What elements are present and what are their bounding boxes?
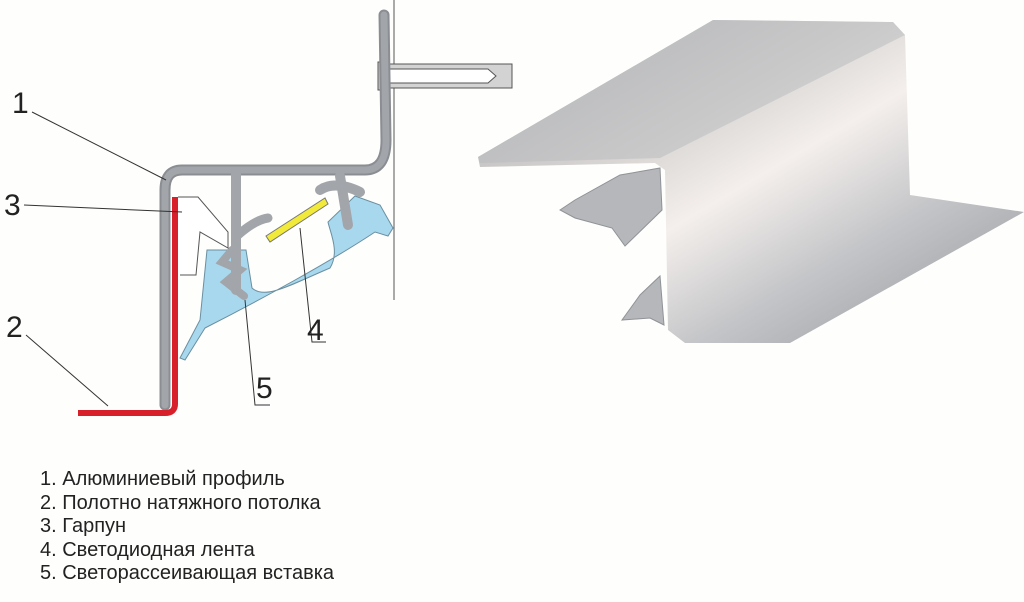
legend: 1. Алюминиевый профиль 2. Полотно натяжн… <box>40 468 334 586</box>
legend-item: 5. Светорассеивающая вставка <box>40 562 335 584</box>
legend-item: 3. Гарпун <box>40 515 127 537</box>
ceiling-canvas <box>78 197 178 416</box>
callout-3: 3 <box>4 189 21 222</box>
harpoon <box>178 196 229 276</box>
profile-3d-render <box>478 20 1024 343</box>
led-strip <box>265 197 329 243</box>
legend-item: 4. Светодиодная лента <box>40 538 255 561</box>
callout-1: 1 <box>12 87 29 120</box>
legend-item: 1. Алюминиевый профиль <box>40 468 285 490</box>
aluminium-profile-section <box>159 9 392 411</box>
callout-5: 5 <box>256 372 273 405</box>
callout-4: 4 <box>307 314 324 347</box>
legend-item: 2. Полотно натяжного потолка <box>40 491 321 514</box>
callout-lines <box>23 111 326 407</box>
callout-2: 2 <box>6 311 23 344</box>
screw-icon <box>377 61 513 91</box>
